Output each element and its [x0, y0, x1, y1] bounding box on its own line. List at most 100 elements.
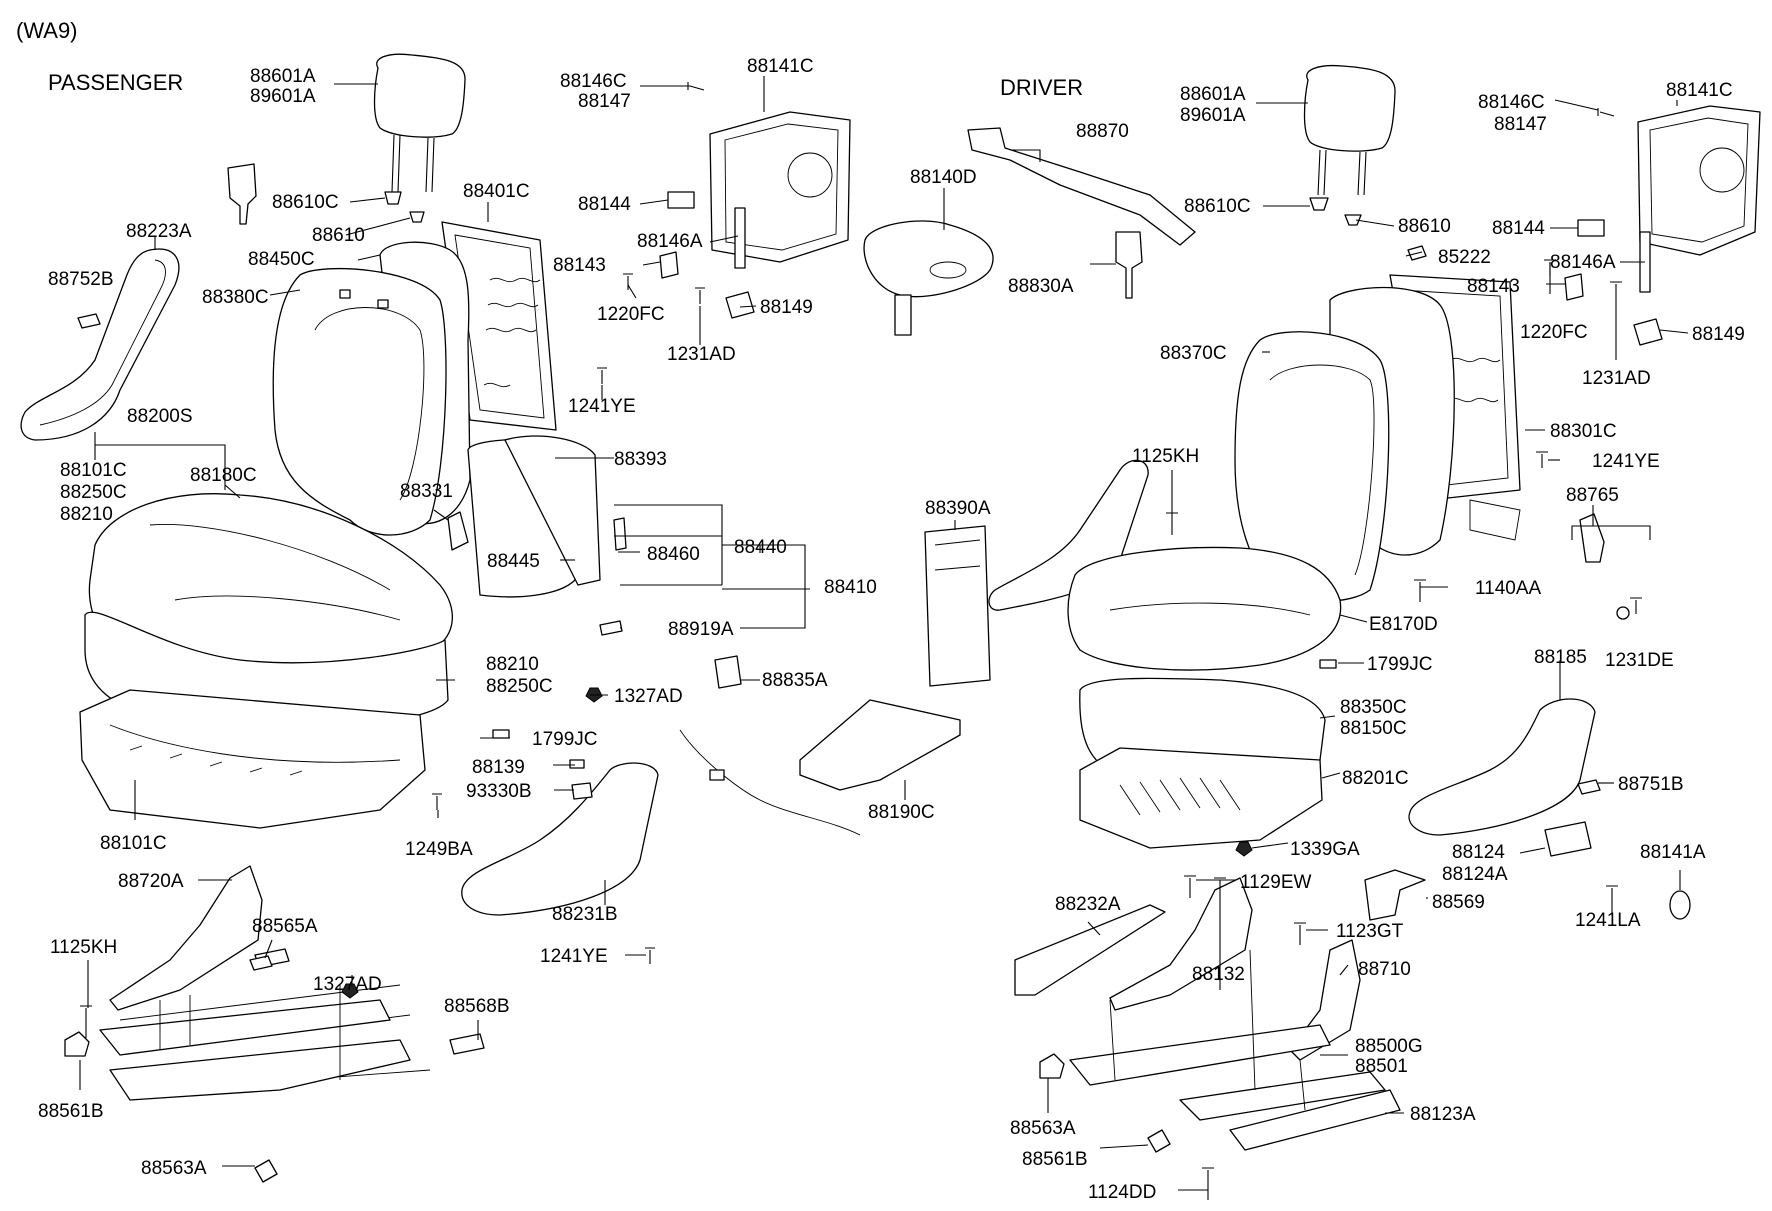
driver-screw-1241LA — [1606, 885, 1618, 902]
label-1241YE-lower: 1241YE — [540, 946, 608, 967]
passenger-nut-1327AD — [341, 983, 359, 999]
label-88440: 88440 — [734, 537, 787, 558]
label-88190C: 88190C — [868, 802, 935, 823]
label-88223A: 88223A — [126, 221, 192, 242]
label-88720A: 88720A — [118, 871, 184, 892]
label-driver-88144: 88144 — [1492, 218, 1545, 239]
label-88410: 88410 — [824, 577, 877, 598]
label-driver-1241LA: 1241LA — [1575, 910, 1641, 931]
passenger-seat-track — [99, 865, 485, 1101]
passenger-clip-88139 — [569, 759, 585, 769]
passenger-side-trim — [20, 248, 180, 441]
label-driver-88123A: 88123A — [1410, 1104, 1476, 1125]
label-88139: 88139 — [472, 757, 525, 778]
label-88141C: 88141C — [747, 56, 814, 77]
label-driver-85222: 85222 — [1438, 247, 1491, 268]
label-driver-88765: 88765 — [1566, 485, 1619, 506]
driver-cover-88569 — [1364, 869, 1426, 921]
label-driver-88141A: 88141A — [1640, 842, 1706, 863]
label-driver-88146C: 88146C — [1478, 92, 1545, 113]
passenger-parts — [20, 53, 851, 1183]
passenger-cap-88565A — [249, 955, 273, 971]
passenger-back-cover-88380C — [272, 267, 447, 536]
label-88561B: 88561B — [38, 1101, 104, 1122]
label-88146A: 88146A — [637, 231, 703, 252]
passenger-bumper-88149 — [725, 291, 755, 319]
driver-cap-88141A — [1669, 890, 1691, 920]
label-driver-88141C: 88141C — [1666, 80, 1733, 101]
mat-88190C — [799, 699, 961, 791]
label-88101C-lower: 88101C — [100, 833, 167, 854]
label-88180C: 88180C — [190, 465, 257, 486]
driver-screw-88146C — [1597, 108, 1615, 117]
label-driver-88124A: 88124A — [1442, 864, 1508, 885]
label-driver-88232A: 88232A — [1055, 894, 1121, 915]
passenger-belt-88835A — [714, 655, 742, 689]
label-driver-88563A: 88563A — [1010, 1118, 1076, 1139]
driver-bumper-88149 — [1633, 318, 1663, 346]
label-1327AD: 1327AD — [614, 686, 683, 707]
driver-screw-1140AA — [1414, 579, 1426, 602]
driver-bracket-88765 — [1579, 513, 1605, 563]
passenger-clip-93330B — [571, 782, 593, 800]
passenger-screw-1241YE-top — [597, 367, 607, 384]
label-driver-88147: 88147 — [1494, 114, 1547, 135]
label-88250C: 88250C — [60, 482, 127, 503]
driver-nut-1339GA — [1235, 841, 1253, 857]
label-driver-88185: 88185 — [1534, 647, 1587, 668]
passenger-screw-1220FC — [623, 273, 633, 290]
label-1799JC: 1799JC — [532, 729, 598, 750]
label-88610C: 88610C — [272, 192, 339, 213]
label-88144: 88144 — [578, 194, 631, 215]
section-passenger-title: PASSENGER — [48, 70, 183, 95]
label-driver-88150C: 88150C — [1340, 718, 1407, 739]
harness-connector — [709, 769, 725, 781]
label-88143: 88143 — [553, 255, 606, 276]
driver-washer-1231DE — [1616, 606, 1630, 620]
driver-side-trim-88185 — [1408, 698, 1596, 836]
passenger-headrest-guide-88610 — [409, 211, 425, 223]
label-88568B: 88568B — [444, 996, 510, 1017]
label-driver-88301C: 88301C — [1550, 421, 1617, 442]
passenger-bracket-88144 — [667, 191, 695, 209]
driver-screw-1124DD — [1202, 1167, 1214, 1200]
driver-seat-cushion — [1067, 546, 1342, 781]
harness-88190C — [679, 729, 861, 836]
driver-cap-88561B — [1147, 1129, 1171, 1153]
label-driver-1799JC: 1799JC — [1367, 654, 1433, 675]
passenger-screw-88146C — [687, 82, 705, 91]
driver-screw-1231AD — [1610, 281, 1622, 298]
callout-labels: 88601A 89601A 88146C 88147 88141C 88610C… — [38, 56, 1745, 1203]
passenger-back-panel-rear — [504, 435, 601, 586]
label-1241YE: 1241YE — [568, 396, 636, 417]
label-88445: 88445 — [487, 551, 540, 572]
tray-bracket — [894, 294, 912, 336]
driver-bracket-88143 — [1564, 273, 1584, 301]
label-88380C: 88380C — [202, 287, 269, 308]
label-88210: 88210 — [60, 504, 113, 525]
passenger-screw-1231AD — [695, 287, 705, 304]
label-1220FC: 1220FC — [597, 304, 665, 325]
label-88450C: 88450C — [248, 249, 315, 270]
driver-screw-1241YE — [1536, 451, 1548, 468]
label-driver-1231DE: 1231DE — [1605, 650, 1674, 671]
driver-screw-88132 — [1214, 877, 1226, 900]
driver-cap-88751B — [1577, 779, 1601, 795]
driver-bracket-88144 — [1577, 219, 1605, 237]
label-88610: 88610 — [312, 225, 365, 246]
label-88401C: 88401C — [463, 181, 530, 202]
label-88200S: 88200S — [127, 406, 193, 427]
label-88601A: 88601A — [250, 66, 316, 87]
driver-rail-88123A — [1229, 1089, 1401, 1151]
driver-switch-88124 — [1544, 821, 1592, 857]
passenger-screw-1125KH — [80, 1005, 92, 1038]
passenger-side-trim-88231B — [461, 762, 659, 916]
driver-screw-1129EW — [1184, 875, 1196, 898]
label-driver-1125KH: 1125KH — [1132, 446, 1199, 467]
label-88390A: 88390A — [925, 498, 991, 519]
passenger-clip-88460 — [613, 517, 627, 551]
passenger-clip-88919A — [599, 620, 623, 636]
label-driver-88569: 88569 — [1432, 892, 1485, 913]
label-driver-E8170D: E8170D — [1369, 614, 1438, 635]
passenger-headrest-guide-88610C — [384, 191, 402, 205]
